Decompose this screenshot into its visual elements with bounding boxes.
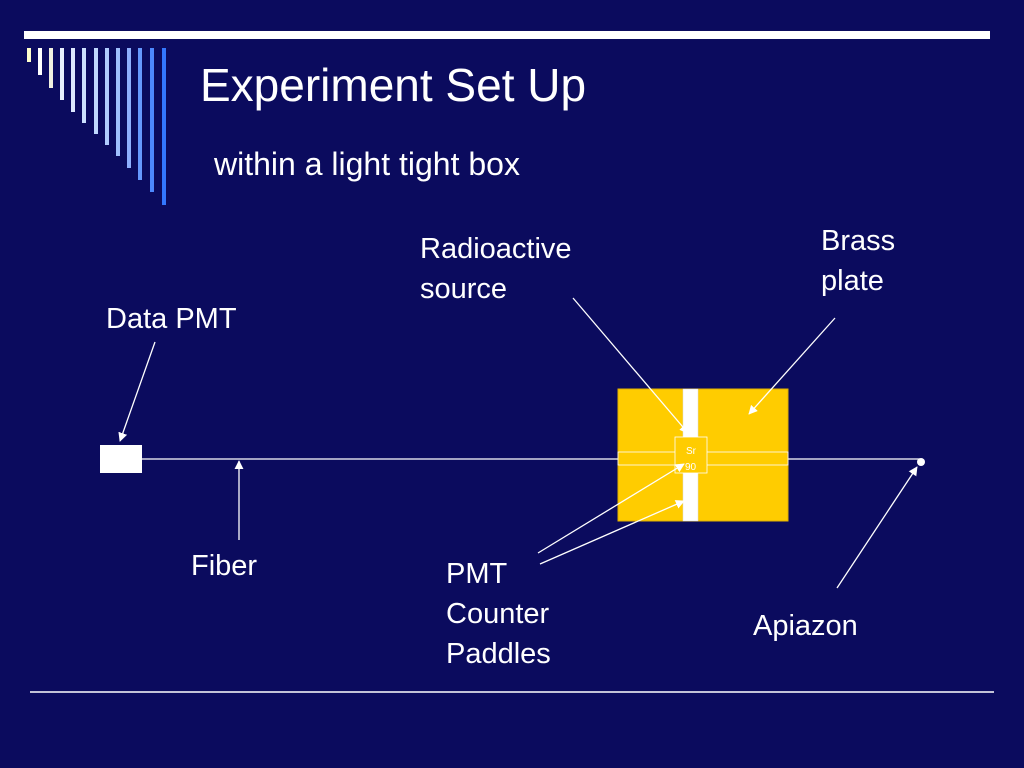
- label-apiazon: Apiazon: [753, 610, 858, 642]
- source-tag: [674, 436, 708, 474]
- top-rule: [24, 31, 990, 39]
- decorative-stripe: [82, 48, 86, 123]
- decorative-stripe: [60, 48, 64, 100]
- decorative-stripe: [71, 48, 75, 112]
- label-pmt-counter-paddles-line1: PMT: [446, 558, 508, 590]
- apiazon-dot: [917, 458, 925, 466]
- decorative-stripe: [94, 48, 98, 134]
- slide-subtitle: within a light tight box: [214, 146, 520, 182]
- slide-title: Experiment Set Up: [200, 59, 587, 111]
- decorative-stripe: [162, 48, 166, 205]
- decorative-stripe: [138, 48, 142, 180]
- label-pmt-counter-paddles: PMT Counter Paddles: [446, 554, 551, 674]
- label-pmt-counter-paddles-line3: Paddles: [446, 638, 551, 670]
- decorative-stripe: [105, 48, 109, 145]
- decorative-stripe: [116, 48, 120, 156]
- label-brass-plate: Brass plate: [821, 221, 895, 301]
- arrow-apiazon: [836, 466, 918, 589]
- source-tag-line2: 90: [685, 462, 697, 473]
- arrow-radioactive-source: [572, 297, 689, 434]
- label-brass-plate-line2: plate: [821, 265, 884, 297]
- decorative-stripe: [38, 48, 42, 75]
- label-data-pmt: Data PMT: [106, 303, 237, 335]
- decorative-stripe: [49, 48, 53, 88]
- source-tag-line1: Sr: [686, 446, 697, 457]
- label-radioactive-source-line1: Radioactive: [420, 233, 572, 265]
- arrow-brass-plate: [748, 317, 836, 415]
- arrow-paddle-upper: [537, 463, 685, 554]
- label-pmt-counter-paddles-line2: Counter: [446, 598, 550, 630]
- decorative-stripe: [150, 48, 154, 192]
- label-brass-plate-line1: Brass: [821, 225, 896, 257]
- decorative-stripe: [127, 48, 131, 168]
- label-fiber: Fiber: [191, 550, 258, 582]
- arrow-paddle-lower: [539, 500, 685, 565]
- label-radioactive-source-line2: source: [420, 273, 508, 305]
- label-radioactive-source: Radioactive source: [420, 229, 572, 309]
- data-pmt-box: [100, 445, 142, 473]
- arrow-data-pmt: [118, 341, 156, 442]
- decorative-stripe: [27, 48, 31, 62]
- decorative-stripes: [27, 48, 166, 205]
